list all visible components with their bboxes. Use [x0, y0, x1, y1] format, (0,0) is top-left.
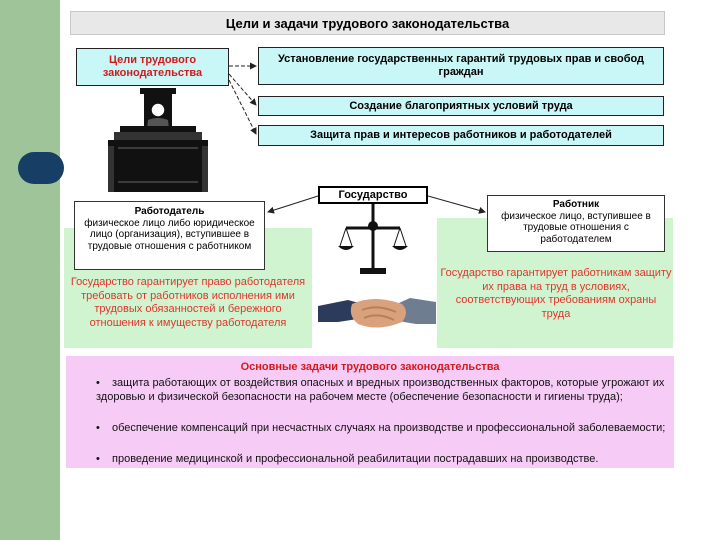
bullet: •	[96, 422, 100, 434]
employer-guarantee-text: Государство гарантирует право работодате…	[70, 276, 306, 329]
employee-title: Работник	[552, 199, 600, 210]
goal-protection-rights: Защита прав и интересов работников и раб…	[258, 125, 664, 146]
task-text: защита работающих от воздействия опасных…	[96, 377, 665, 403]
tasks-title: Основные задачи трудового законодательст…	[240, 361, 500, 373]
employer-title: Работодатель	[134, 206, 205, 217]
employer-text: физическое лицо либо юридическое лицо (о…	[84, 217, 255, 252]
task-item: • обеспечение компенсаций при несчастных …	[96, 421, 666, 435]
slide-title: Цели и задачи трудового законодательства	[70, 11, 665, 35]
tasks-panel	[66, 356, 674, 468]
goal-state-guarantees: Установление государственных гарантий тр…	[258, 47, 664, 85]
task-text: обеспечение компенсаций при несчастных с…	[112, 422, 666, 434]
task-item: •защита работающих от воздействия опасны…	[96, 376, 666, 404]
employee-guarantee-text: Государство гарантирует работникам защит…	[440, 267, 672, 320]
employee-definition-box: Работник физическое лицо, вступившее в т…	[487, 195, 665, 252]
judge-illustration	[108, 88, 208, 192]
state-box: Государство	[318, 186, 428, 204]
handshake-illustration	[318, 298, 436, 328]
bullet: •	[96, 453, 100, 465]
employer-definition-box: Работодатель физическое лицо либо юридич…	[74, 201, 265, 270]
bullet: •	[96, 377, 100, 389]
task-item: • проведение медицинской и профессиональн…	[96, 452, 666, 466]
left-decor-pill	[18, 152, 64, 184]
scales-icon	[338, 204, 408, 274]
task-text: проведение медицинской и профессионально…	[112, 453, 599, 465]
employee-text: физическое лицо, вступившее в трудовые о…	[501, 210, 651, 245]
goal-favorable-conditions: Создание благоприятных условий труда	[258, 96, 664, 116]
goals-label-box: Цели трудового законодательства	[76, 48, 229, 86]
left-decor-band	[0, 0, 60, 540]
